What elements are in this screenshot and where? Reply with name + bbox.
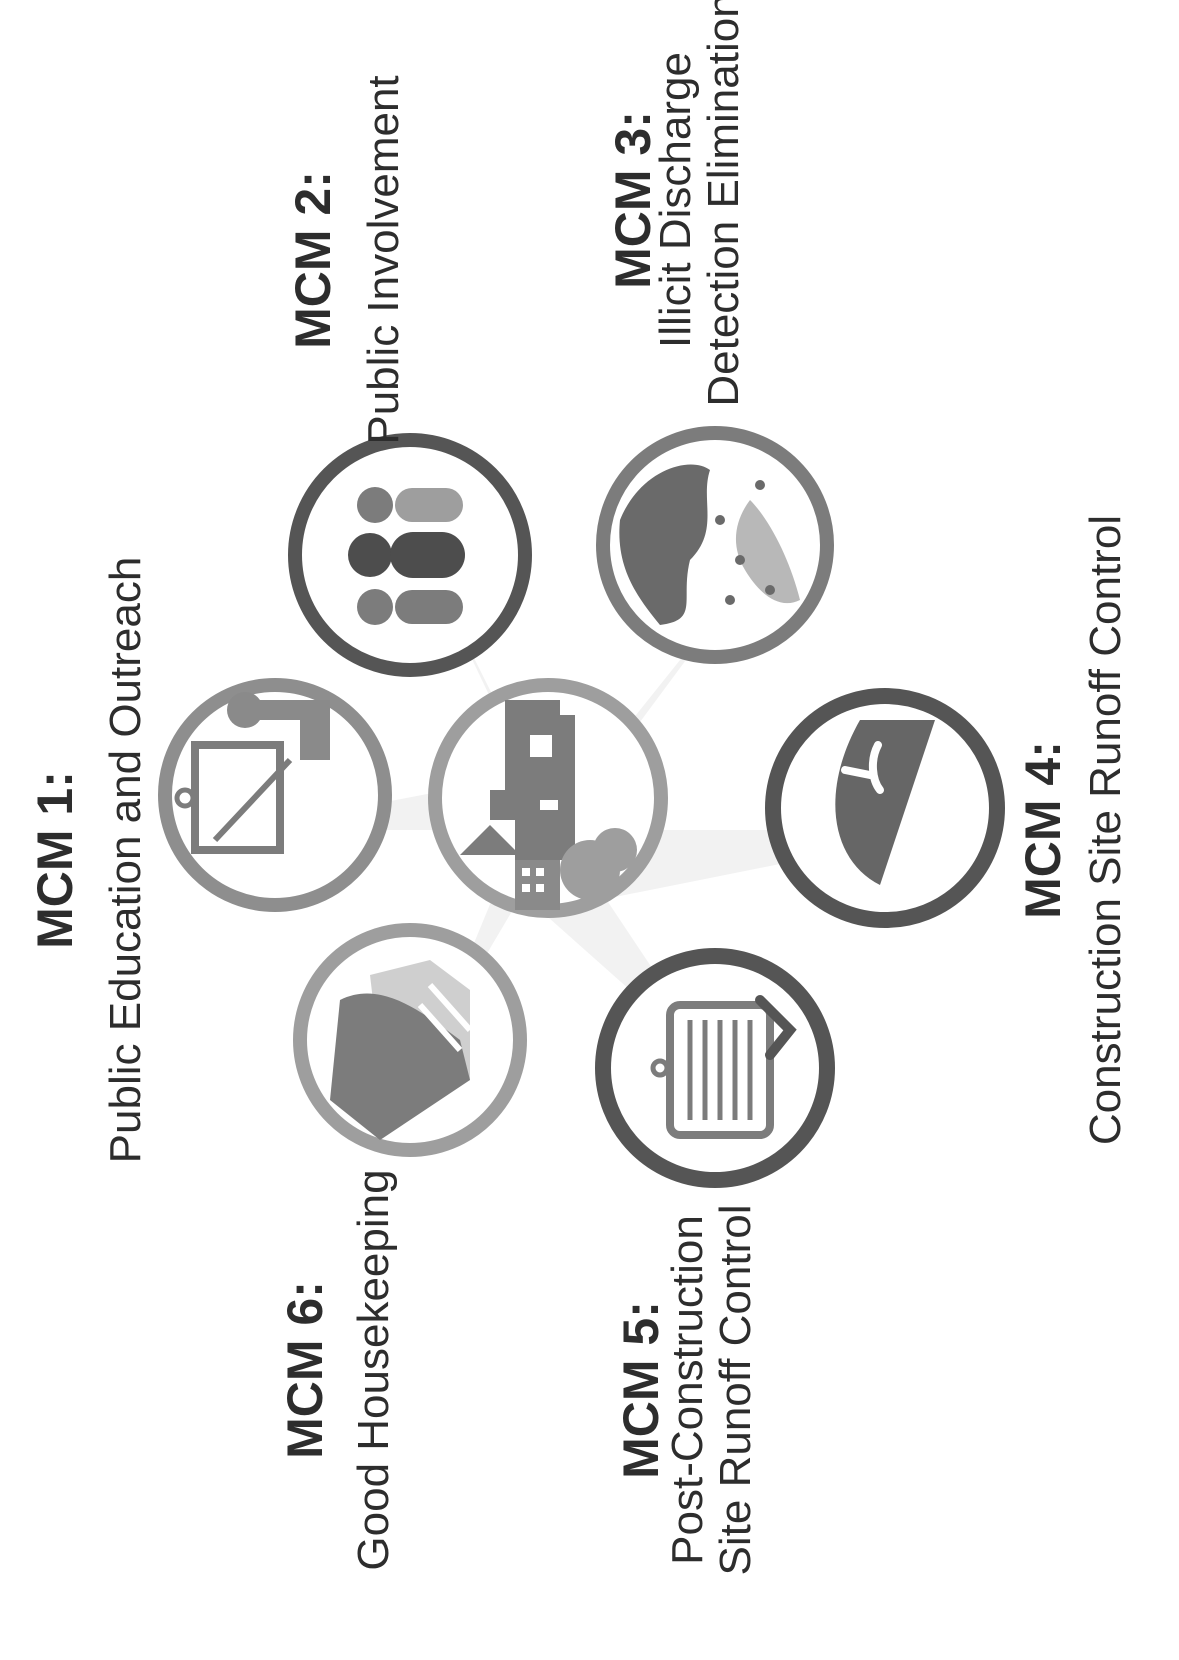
mcm6-line-1: Good Housekeeping: [349, 1169, 398, 1570]
mcm6-label: MCM 6: Good Housekeeping: [277, 1169, 398, 1570]
handshake-icon: [330, 960, 473, 1140]
mcm5-label: MCM 5: Post-Construction Site Runoff Con…: [613, 1205, 760, 1576]
mcm6-circle: [293, 923, 527, 1157]
mcm2-label: MCM 2: Public Involvement: [285, 75, 408, 444]
mcm5-circle: [595, 948, 835, 1188]
clipboard-checklist-icon: [650, 995, 797, 1139]
mcm3-label: MCM 3: Illicit Discharge Detection Elimi…: [605, 0, 748, 407]
mcm3-line-1: Illicit Discharge: [651, 52, 700, 348]
people-group-icon: [348, 487, 465, 625]
city-buildings-icon: [460, 700, 637, 910]
discharge-pipe-icon: [619, 464, 800, 625]
mcm3-title: MCM 3:: [605, 111, 661, 289]
presenter-easel-icon: [174, 692, 330, 854]
mcm1-label: MCM 1: Public Education and Outreach: [27, 557, 150, 1164]
mcm2-circle: [288, 433, 532, 677]
mcm1-line-1: Public Education and Outreach: [101, 557, 150, 1164]
mcm2-title: MCM 2:: [285, 171, 341, 349]
center-city-circle: [428, 678, 668, 918]
mcm4-title: MCM 4:: [1015, 741, 1071, 919]
mcm4-circle: [765, 688, 1005, 928]
mcm1-circle: [158, 678, 392, 912]
mcm6-title: MCM 6:: [277, 1281, 333, 1459]
mcm4-label: MCM 4: Construction Site Runoff Control: [1015, 515, 1130, 1145]
mcm4-line-1: Construction Site Runoff Control: [1081, 515, 1130, 1145]
mcm3-circle: [596, 426, 834, 664]
mcm5-line-1: Post-Construction: [663, 1215, 712, 1565]
mcm5-line-2: Site Runoff Control: [711, 1205, 760, 1576]
hard-hat-icon: [835, 720, 935, 885]
mcm1-title: MCM 1:: [27, 771, 83, 949]
mcm5-title: MCM 5:: [613, 1301, 669, 1479]
mcm2-line-1: Public Involvement: [359, 75, 408, 444]
mcm3-line-2: Detection Elimination: [699, 0, 748, 407]
